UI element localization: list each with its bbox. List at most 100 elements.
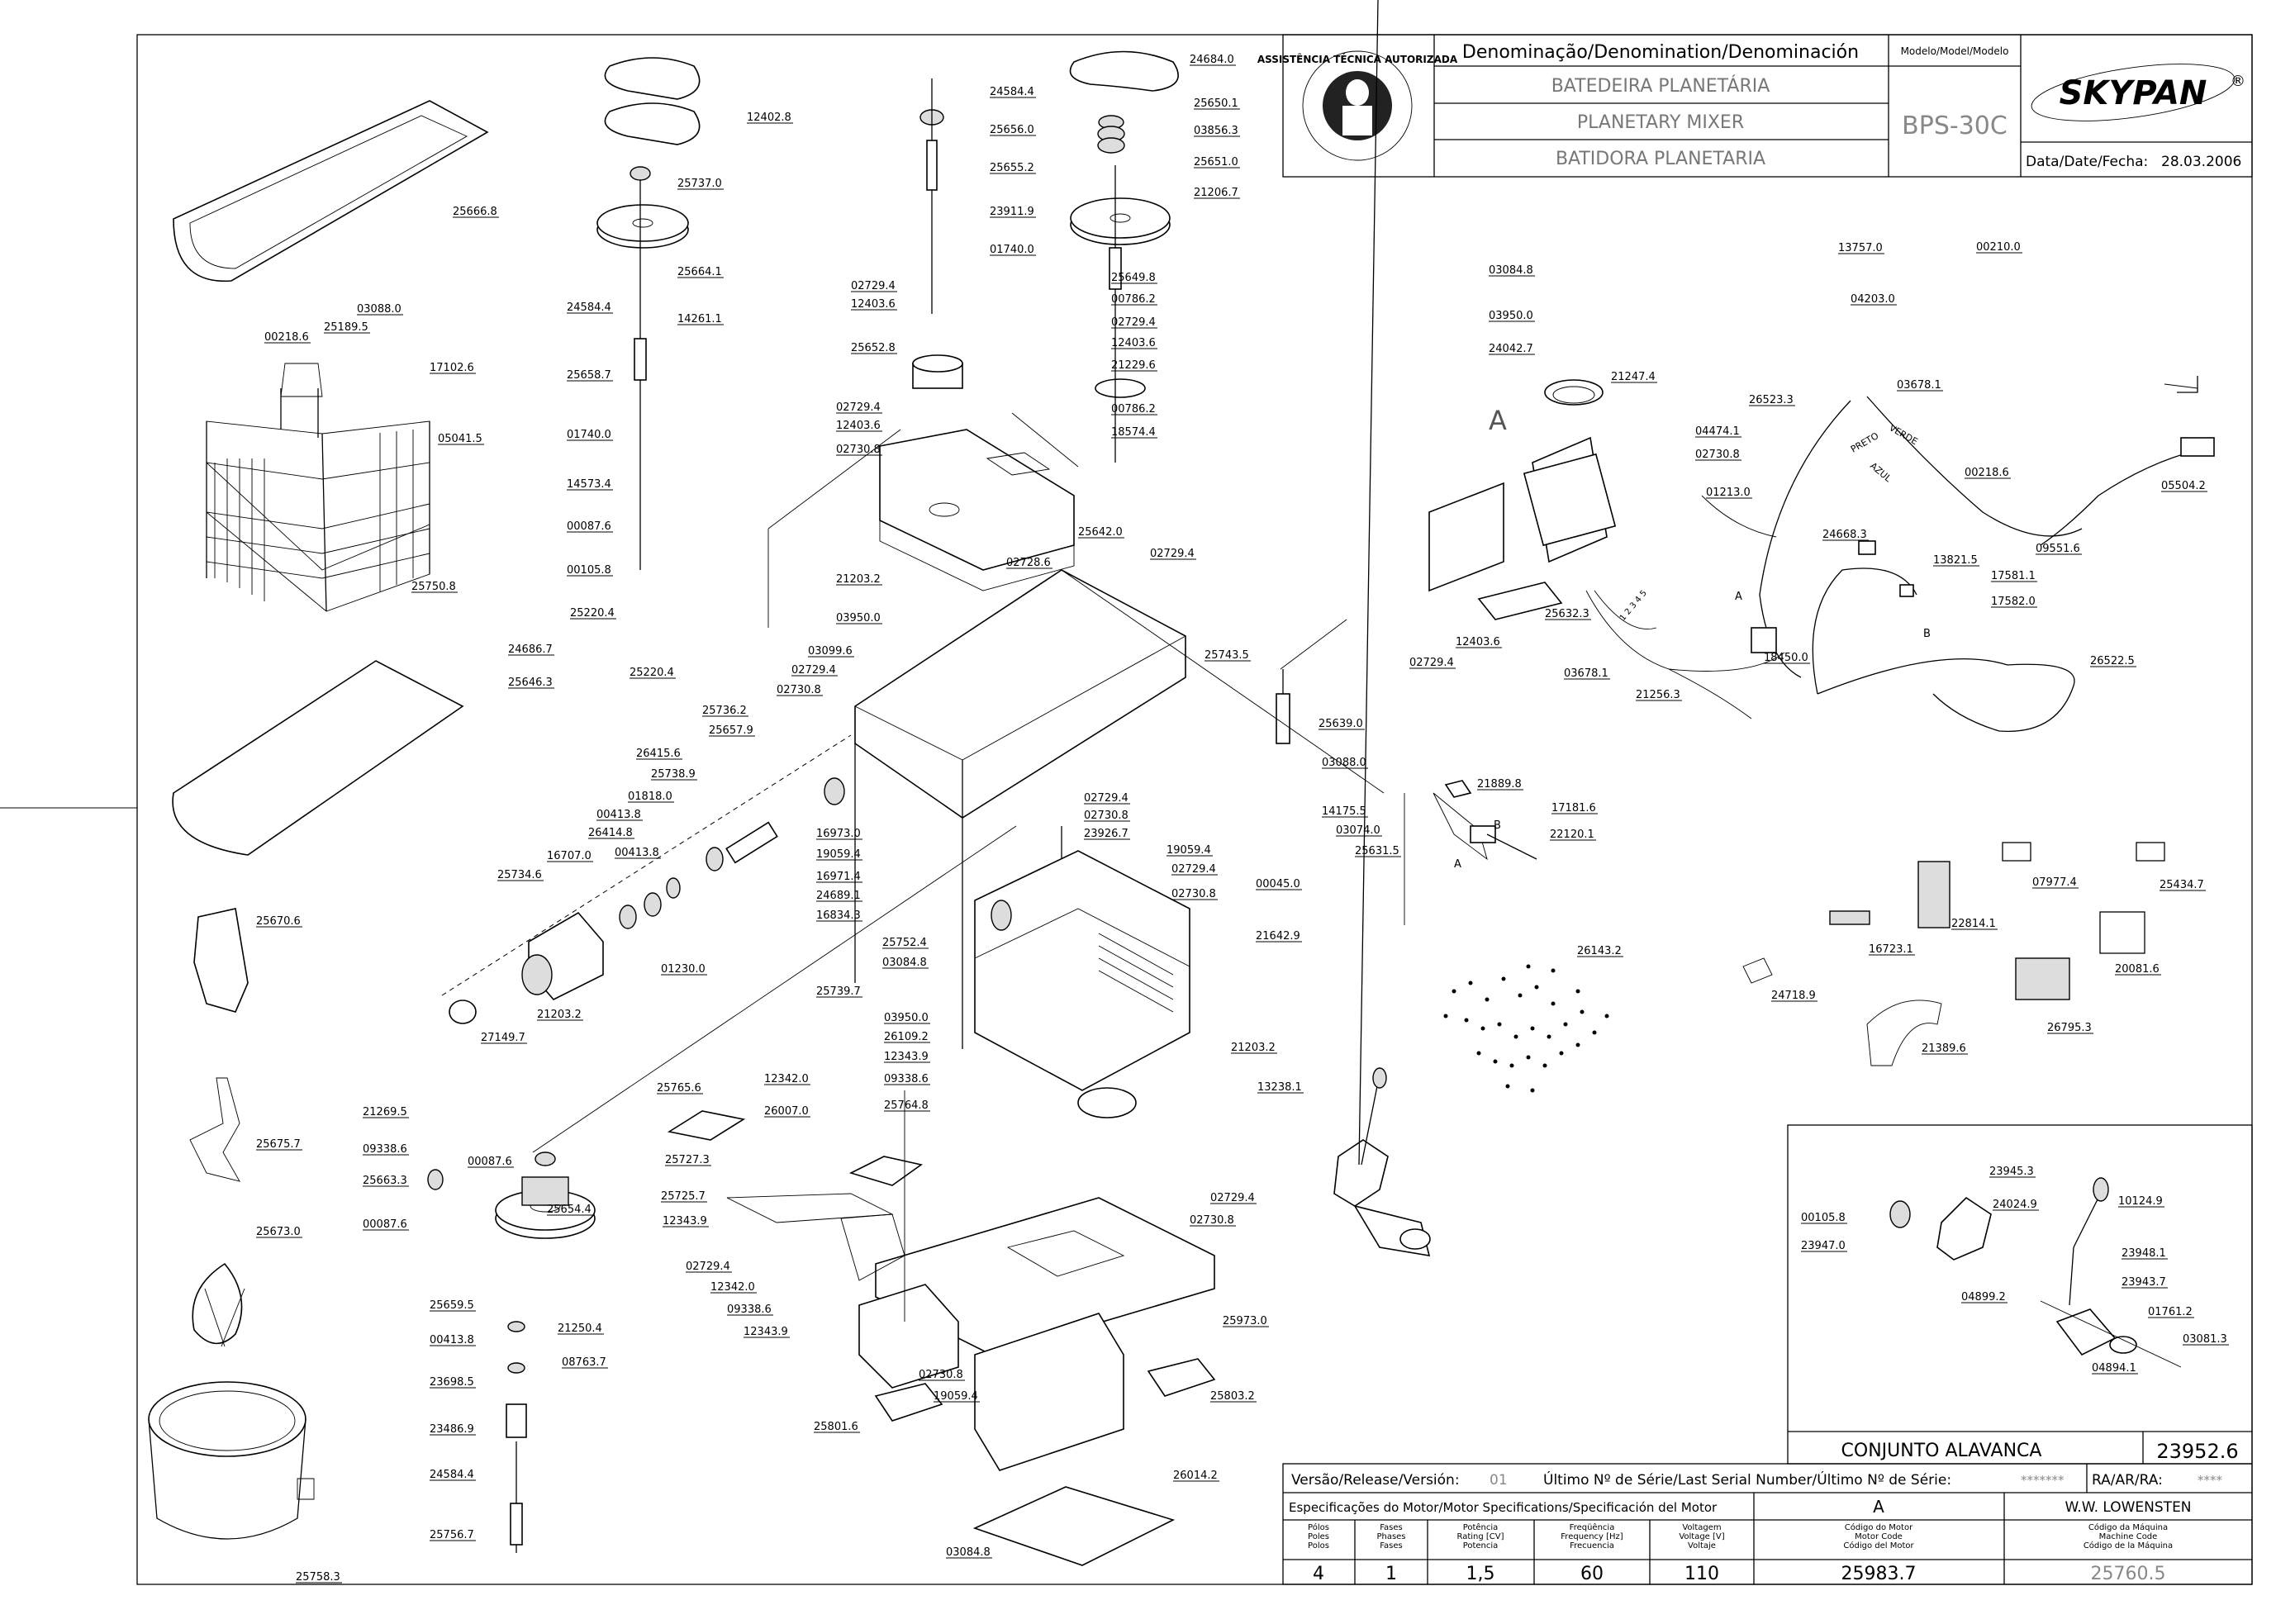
seal-text: ASSISTÊNCIA TÉCNICA AUTORIZADA xyxy=(1257,53,1458,65)
part-number-label: 00786.2 xyxy=(1111,403,1156,415)
serial-value: ******* xyxy=(2021,1473,2065,1488)
part-number-label: 25803.2 xyxy=(1210,1390,1255,1403)
part-number-label: 03081.3 xyxy=(2183,1333,2227,1346)
part-number-label: 19059.4 xyxy=(1167,844,1211,857)
part-number-label: 25220.4 xyxy=(570,607,615,620)
part-number-label: 22814.1 xyxy=(1951,918,1996,930)
part-number-label: 02729.4 xyxy=(1084,792,1128,805)
part-number-label: 09338.6 xyxy=(727,1303,772,1316)
registered-mark: ® xyxy=(2231,73,2245,90)
part-number-label: 24684.0 xyxy=(1190,54,1234,66)
part-number-label: 09551.6 xyxy=(2036,543,2080,555)
part-number-label: 25632.3 xyxy=(1545,608,1589,620)
part-number-label: 21256.3 xyxy=(1636,689,1680,701)
motor-spec-label: Especificações do Motor/Motor Specificat… xyxy=(1289,1500,1718,1515)
part-number-label: 12343.9 xyxy=(663,1215,707,1227)
part-number-label: 23698.5 xyxy=(430,1376,474,1389)
wiring-harness xyxy=(1585,376,2215,733)
value-motor-code: 25983.7 xyxy=(1841,1564,1917,1584)
value-phases: 1 xyxy=(1385,1564,1397,1584)
part-number-label: 25664.1 xyxy=(677,266,722,278)
value-frequency: 60 xyxy=(1580,1564,1604,1584)
part-number-label: 00210.0 xyxy=(1976,241,2021,254)
value-poles: 4 xyxy=(1313,1564,1324,1584)
part-number-label: 12403.6 xyxy=(836,420,881,432)
part-number-label: 01230.0 xyxy=(661,963,706,976)
connector-a2-label: A xyxy=(1454,858,1461,871)
drawing-frame xyxy=(136,34,2253,1585)
lever-assembly-title: CONJUNTO ALAVANCA xyxy=(1841,1441,2042,1461)
part-number-label: 25655.2 xyxy=(990,162,1034,174)
part-number-label: 00218.6 xyxy=(1965,467,2009,479)
product-name-es: BATIDORA PLANETARIA xyxy=(1556,149,1765,169)
part-number-label: 24718.9 xyxy=(1771,990,1816,1002)
part-number-label: 00105.8 xyxy=(1801,1212,1846,1224)
part-number-label: 01818.0 xyxy=(628,791,672,803)
motor xyxy=(1428,379,1617,620)
part-number-label: 20081.6 xyxy=(2115,963,2160,976)
part-number-label: 02729.4 xyxy=(836,401,881,414)
part-number-label: 25725.7 xyxy=(661,1190,706,1203)
part-number-label: 02730.8 xyxy=(1084,810,1128,822)
part-number-label: 25654.4 xyxy=(547,1204,592,1216)
part-number-label: 17102.6 xyxy=(430,362,474,374)
vent-grid xyxy=(1098,933,1174,1013)
part-number-label: 00413.8 xyxy=(430,1334,474,1346)
part-number-label: 21642.9 xyxy=(1256,930,1300,943)
part-number-label: 23945.3 xyxy=(1989,1166,2034,1178)
part-number-label: 13238.1 xyxy=(1257,1081,1302,1094)
part-number-label: 03099.6 xyxy=(808,645,853,658)
date-value: 28.03.2006 xyxy=(2161,154,2241,170)
part-number-label: 21269.5 xyxy=(363,1106,407,1118)
part-number-label: 13821.5 xyxy=(1933,554,1978,567)
part-number-label: 22120.1 xyxy=(1550,829,1594,841)
part-number-label: 21229.6 xyxy=(1111,359,1156,372)
part-number-label: 03950.0 xyxy=(836,612,881,624)
part-number-label: 00413.8 xyxy=(615,847,659,859)
serial-label: Último Nº de Série/Last Serial Number/Úl… xyxy=(1543,1470,1951,1489)
part-number-label: 25739.7 xyxy=(816,985,861,998)
part-number-label: 25764.8 xyxy=(884,1099,929,1112)
part-number-label: 23948.1 xyxy=(2122,1247,2166,1260)
part-number-label: 03088.0 xyxy=(357,303,402,316)
part-number-label: 25220.4 xyxy=(630,667,674,679)
brand-name: SKYPAN xyxy=(2060,74,2207,112)
connector-a-label: A xyxy=(1735,591,1742,603)
motor-a-label: A xyxy=(1489,405,1507,436)
part-number-label: 12343.9 xyxy=(884,1051,929,1063)
part-number-label: 00105.8 xyxy=(567,564,611,577)
part-number-label: 25765.6 xyxy=(657,1082,701,1095)
part-number-label: 24584.4 xyxy=(430,1469,474,1481)
part-number-label: 26007.0 xyxy=(764,1105,809,1118)
part-number-label: 25434.7 xyxy=(2160,879,2204,891)
part-number-label: 23486.9 xyxy=(430,1423,474,1436)
part-number-label: 25631.5 xyxy=(1355,845,1399,857)
part-number-label: 12342.0 xyxy=(764,1073,809,1085)
part-number-label: 16971.4 xyxy=(816,871,861,883)
part-number-label: 24689.1 xyxy=(816,890,861,902)
part-number-label: 25752.4 xyxy=(882,937,927,949)
part-number-label: 02729.4 xyxy=(1171,863,1216,876)
product-name-en: PLANETARY MIXER xyxy=(1577,112,1744,133)
part-number-label: 02730.8 xyxy=(836,444,881,456)
part-number-label: 26014.2 xyxy=(1173,1470,1218,1482)
part-number-label: 25189.5 xyxy=(324,321,368,334)
value-voltage: 110 xyxy=(1684,1564,1719,1584)
part-number-label: 12343.9 xyxy=(744,1326,788,1338)
part-number-label: 25801.6 xyxy=(814,1421,858,1433)
part-number-label: 02729.4 xyxy=(1111,316,1156,329)
part-number-label: 16973.0 xyxy=(816,828,861,840)
value-machine-code: 25760.5 xyxy=(2091,1564,2166,1584)
authorized-service-seal: ASSISTÊNCIA TÉCNICA AUTORIZADA xyxy=(1257,50,1458,161)
part-number-label: 21250.4 xyxy=(558,1322,602,1335)
part-number-label: 03678.1 xyxy=(1897,379,1941,392)
part-number-label: 12403.6 xyxy=(851,298,896,311)
part-number-label: 25666.8 xyxy=(453,206,497,218)
model-header: Modelo/Model/Modelo xyxy=(1901,45,2009,57)
part-number-label: 16723.1 xyxy=(1869,943,1913,956)
part-number-label: 01213.0 xyxy=(1706,487,1751,499)
part-number-label: 09338.6 xyxy=(363,1143,407,1156)
lever-assembly-code: 23952.6 xyxy=(2156,1440,2238,1463)
